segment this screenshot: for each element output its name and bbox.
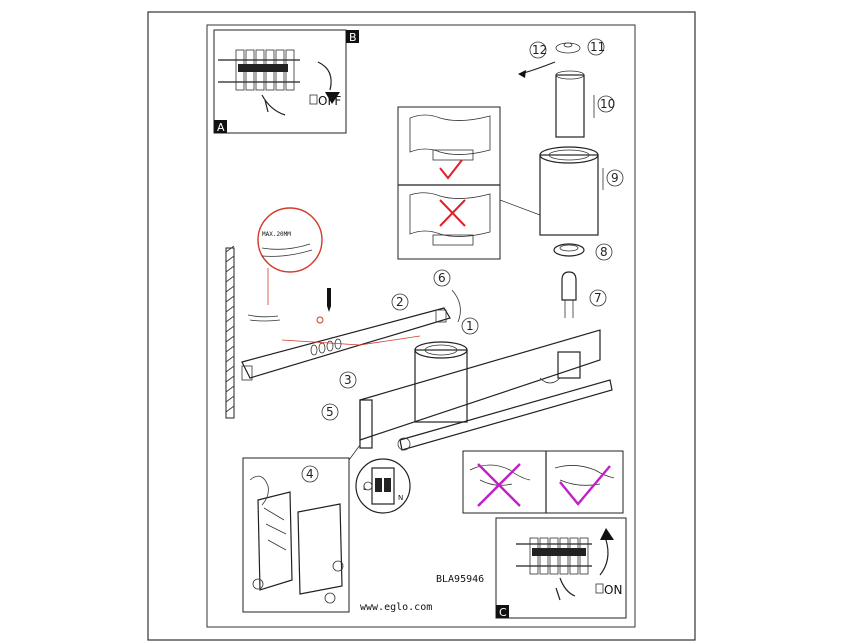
switch-off-label: OFF [318,94,341,108]
max-wire-label: MAX.20MM [262,231,291,238]
terminal-l-label: L [363,484,367,492]
step-6: 6 [438,271,446,285]
step-7: 7 [594,291,602,305]
panel-junction-box: 4 [242,444,361,613]
step-11: 11 [590,40,605,54]
lamp-body [359,329,613,451]
step-1: 1 [466,319,474,333]
panel-b-letter: B [349,31,357,44]
step-5: 5 [326,405,334,419]
panel-cylinder-orientation [397,106,501,260]
step-4: 4 [306,467,314,481]
panel-switch-on: C ON [495,517,627,619]
screwdriver-icon [316,288,331,324]
wall-mounting: MAX.20MM 2 3 6 1 5 [225,207,479,421]
check-mark-icon [439,159,463,180]
panel-c-letter: C [499,606,507,619]
cross-mark-icon [439,199,466,227]
terminal-n-label: N [398,494,403,502]
cross-magenta-icon [477,463,521,507]
panel-a-letter: A [217,121,225,134]
panel-bulb-handling [462,450,624,514]
step-9: 9 [611,171,619,185]
step-2: 2 [396,295,404,309]
model-code: BLA95946 [436,574,484,585]
terminal-detail: L N [355,458,411,514]
components-exploded: 12 11 10 9 8 7 [499,38,624,318]
step-3: 3 [344,373,352,387]
page-border-inner [206,24,636,628]
step-12: 12 [532,43,547,57]
step-10: 10 [600,97,615,111]
panel-switch-off: A B OFF [213,29,359,134]
check-magenta-icon [559,465,611,506]
wire-detail-circle [257,207,323,273]
website-url: www.eglo.com [360,602,432,613]
switch-on-label: ON [604,583,622,597]
step-8: 8 [600,245,608,259]
